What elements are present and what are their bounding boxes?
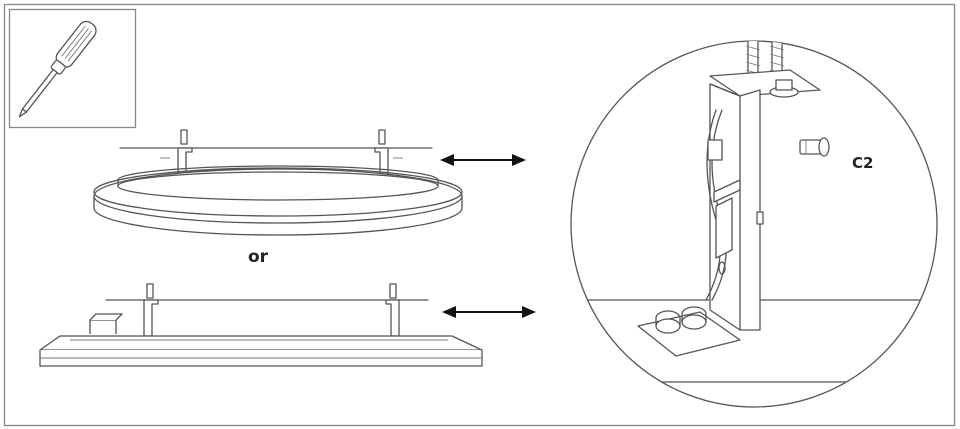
detail-zoom-circle: C2 [570,40,938,408]
loose-screw [799,137,830,157]
bracket-body [705,83,764,331]
bracket-top-plate [709,69,821,98]
outer-border [3,3,956,427]
bracket-foot [637,306,741,357]
double-arrow-bottom [442,306,536,318]
round-panel-fixture [93,129,463,236]
alternative-label: or [248,247,269,267]
mounting-bracket-left-square [143,283,159,337]
screwdriver-icon [8,8,137,129]
square-panel-fixture [39,283,483,367]
mounting-bracket-right-square [385,283,400,337]
double-arrow-top [440,154,526,166]
part-code-label: C2 [852,154,873,172]
